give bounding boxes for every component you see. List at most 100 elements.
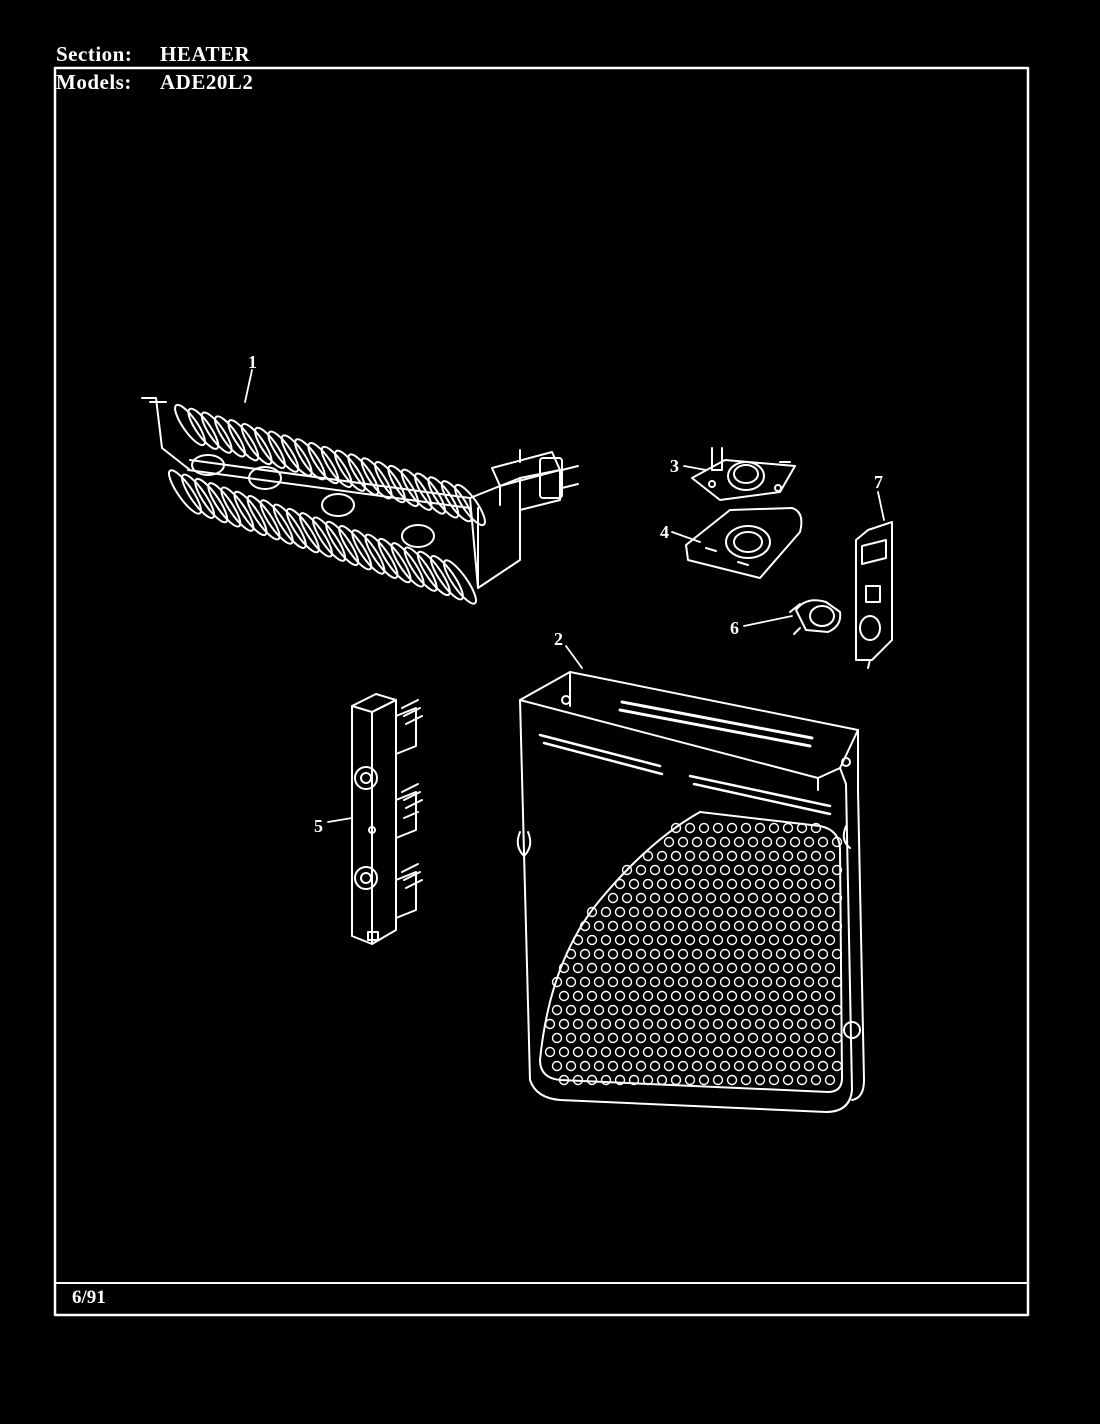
perforation-hole: [691, 892, 703, 904]
perforation-hole: [726, 1018, 738, 1030]
perforation-hole: [621, 948, 633, 960]
perforation-hole: [726, 934, 738, 946]
perforation-hole: [726, 878, 738, 890]
perforation-hole: [817, 948, 829, 960]
coil-loop: [416, 550, 451, 597]
perforation-hole: [803, 1004, 815, 1016]
perforation-hole: [544, 1018, 556, 1030]
coil-loop: [387, 464, 420, 508]
perforation-hole: [817, 836, 829, 848]
perforation-hole: [719, 948, 731, 960]
perforation-hole: [768, 1074, 780, 1086]
perforation-hole: [586, 1074, 598, 1086]
coil-loop: [200, 411, 233, 454]
perforation-hole: [740, 1074, 752, 1086]
perforation-hole: [663, 948, 675, 960]
perforation-hole: [691, 836, 703, 848]
callout-leaders: [244, 369, 885, 823]
perforation-hole: [712, 850, 724, 862]
perforation-hole: [572, 1046, 584, 1058]
perforation-hole: [684, 962, 696, 974]
perforation-hole: [719, 892, 731, 904]
thermostat-part: [691, 447, 796, 501]
perforation-hole: [698, 934, 710, 946]
perforation-hole: [754, 1046, 766, 1058]
perforation-hole: [768, 850, 780, 862]
perforation-hole: [775, 1060, 787, 1072]
perforation-hole: [677, 1004, 689, 1016]
perforation-hole: [754, 1018, 766, 1030]
perforation-hole: [670, 822, 682, 834]
perforation-hole: [712, 822, 724, 834]
perforation-hole: [733, 976, 745, 988]
perforation-hole: [600, 990, 612, 1002]
perforation-hole: [754, 1074, 766, 1086]
perforation-hole: [565, 976, 577, 988]
revision-date: 6/91: [72, 1287, 106, 1308]
perforation-hole: [754, 906, 766, 918]
perforation-hole: [684, 934, 696, 946]
perforation-hole: [642, 906, 654, 918]
perforation-hole: [649, 976, 661, 988]
thermal-fuse-part: [789, 599, 842, 635]
perforation-hole: [754, 878, 766, 890]
perforation-hole: [698, 990, 710, 1002]
perforation-hole: [740, 906, 752, 918]
perforation-hole: [635, 864, 647, 876]
perforation-hole: [600, 1046, 612, 1058]
perforation-hole: [684, 906, 696, 918]
perforation-hole: [684, 1018, 696, 1030]
perforation-hole: [628, 906, 640, 918]
perforation-hole: [733, 1032, 745, 1044]
perforation-hole: [768, 962, 780, 974]
perforation-hole: [782, 934, 794, 946]
perforation-hole: [635, 892, 647, 904]
perforation-hole: [600, 1074, 612, 1086]
perforation-hole: [607, 1060, 619, 1072]
perforation-hole: [572, 934, 584, 946]
coil-loop: [347, 453, 380, 496]
perforation-hole: [747, 1060, 759, 1072]
perforation-hole: [810, 906, 822, 918]
perforation-hole: [817, 864, 829, 876]
perforation-hole: [726, 962, 738, 974]
perforation-hole: [782, 1018, 794, 1030]
perforation-hole: [796, 934, 808, 946]
perforation-hole: [831, 836, 843, 848]
perforation-hole: [803, 892, 815, 904]
perforation-hole: [733, 948, 745, 960]
perforation-hole: [698, 962, 710, 974]
coil-loop: [307, 442, 340, 485]
coil-loop: [312, 516, 347, 562]
perforation-hole: [579, 976, 591, 988]
perforation-hole: [677, 892, 689, 904]
perforation-hole: [831, 976, 843, 988]
bracket-plate-part: [855, 521, 893, 669]
perforation-hole: [712, 1018, 724, 1030]
perforation-hole: [635, 976, 647, 988]
perforation-hole: [810, 1074, 822, 1086]
perforation-hole: [719, 976, 731, 988]
perforation-hole: [705, 1060, 717, 1072]
perforation-hole: [621, 1060, 633, 1072]
perforation-hole: [810, 1046, 822, 1058]
perforation-hole: [803, 836, 815, 848]
coil-loop: [207, 482, 242, 528]
perforation-hole: [782, 1046, 794, 1058]
perforation-hole: [586, 906, 598, 918]
perforation-hole: [740, 1018, 752, 1030]
perforation-hole: [572, 990, 584, 1002]
perforation-hole: [810, 878, 822, 890]
perforation-hole: [670, 1018, 682, 1030]
perforation-hole: [670, 934, 682, 946]
perforation-hole: [684, 822, 696, 834]
perforation-hole: [663, 1060, 675, 1072]
coil-loop: [272, 503, 307, 549]
perforation-hole: [712, 1074, 724, 1086]
perforation-hole: [768, 1018, 780, 1030]
perforation-hole: [691, 948, 703, 960]
perforation-hole: [824, 1046, 836, 1058]
coil-loop: [338, 525, 373, 571]
perforation-hole: [677, 948, 689, 960]
coil-loop: [298, 512, 333, 558]
